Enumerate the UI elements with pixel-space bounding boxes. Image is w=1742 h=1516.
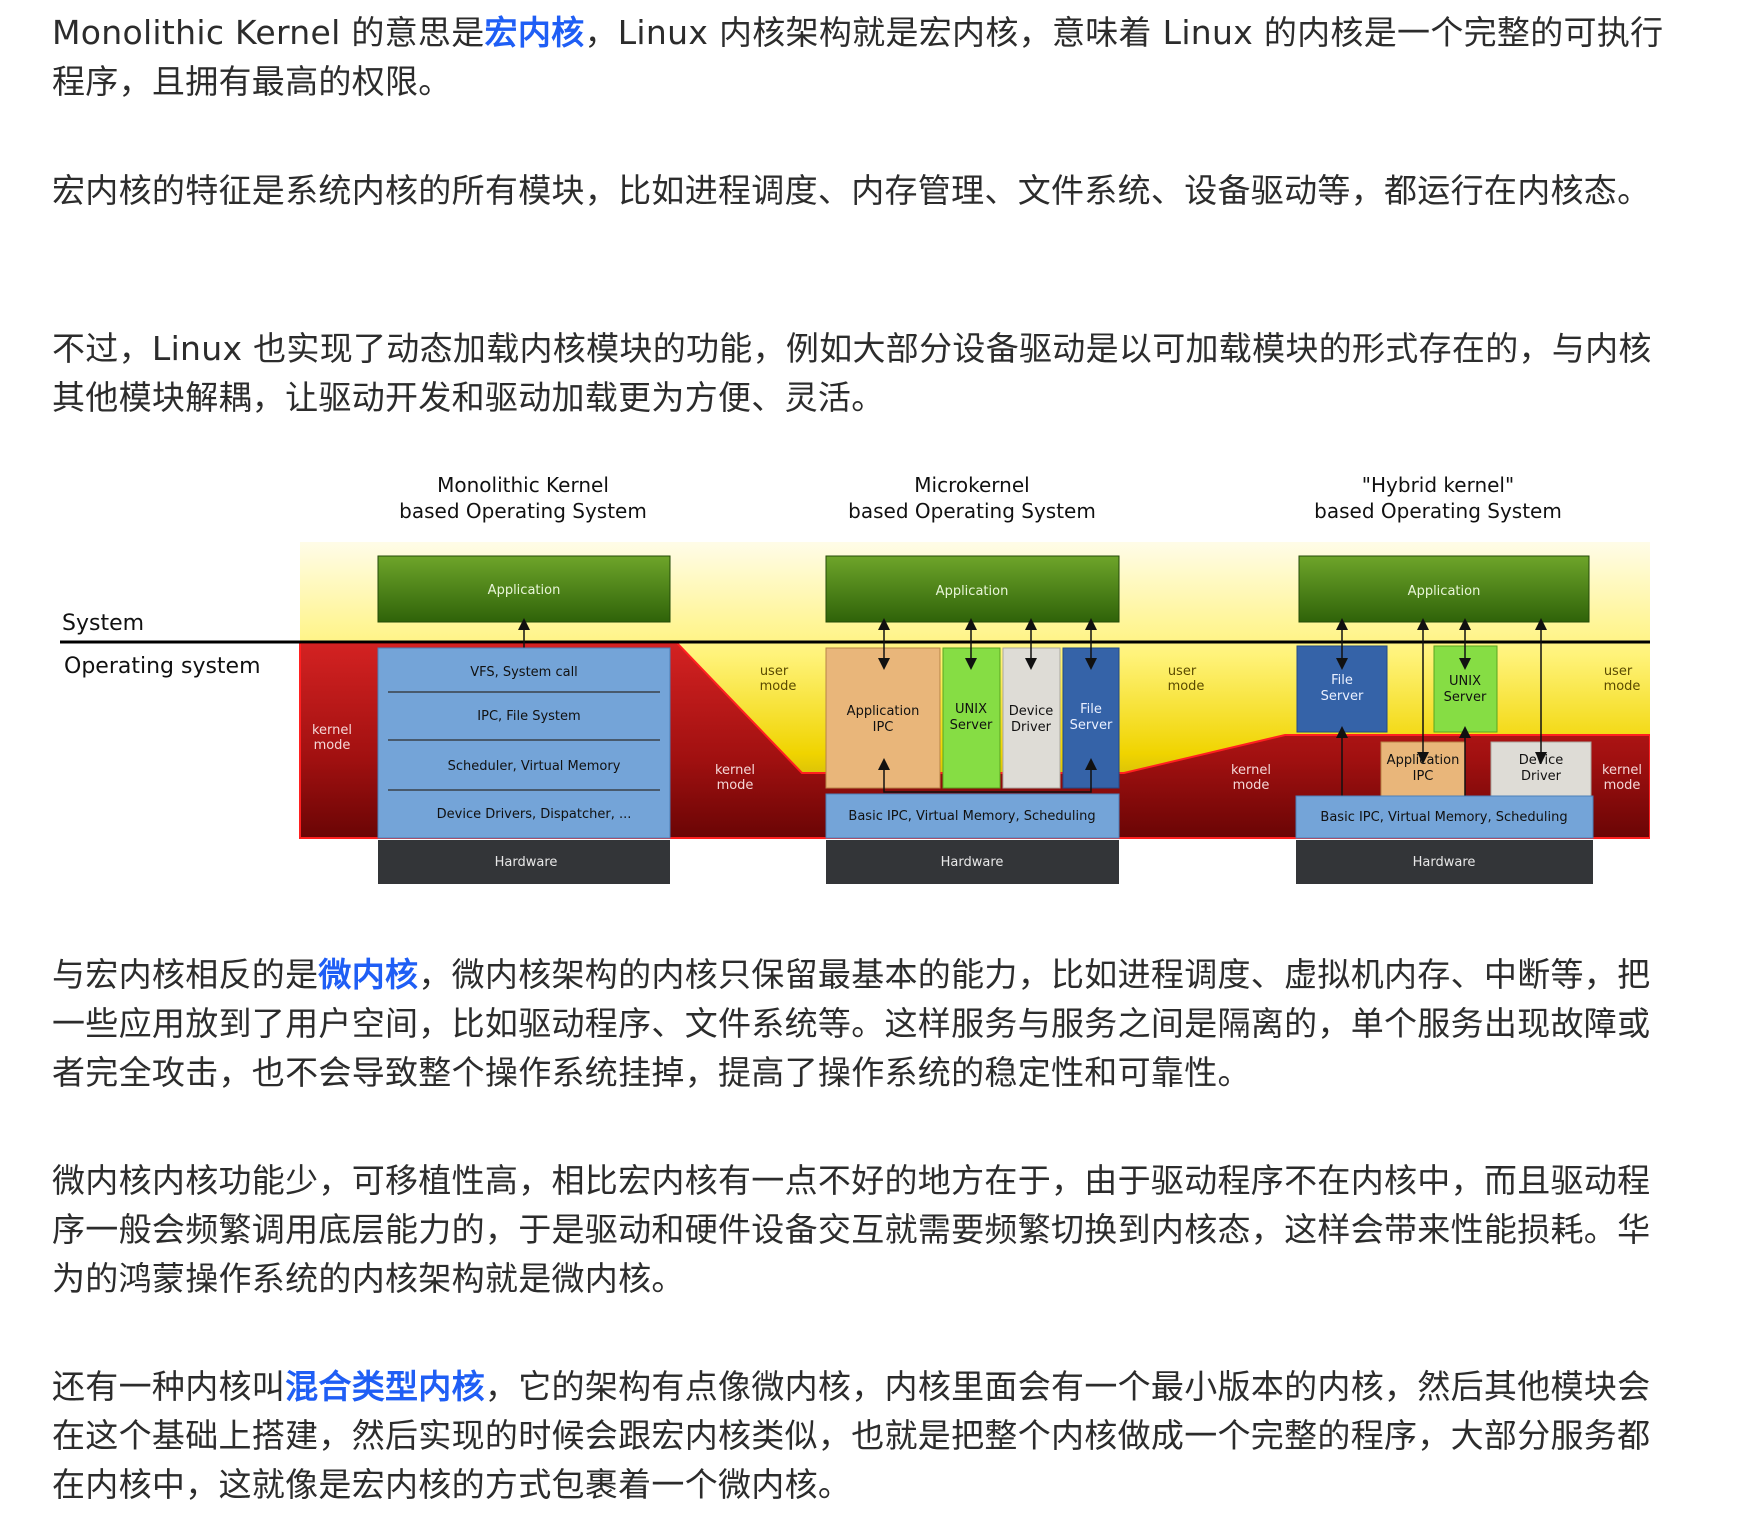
micro-file-server-label-2: Server bbox=[1070, 718, 1113, 733]
paragraph-text: 微内核内核功能少，可移植性高，相比宏内核有一点不好的地方在于，由于驱动程序不在内… bbox=[52, 1161, 1651, 1298]
micro-application-label: Application bbox=[936, 584, 1009, 599]
micro-device-driver-label-1: Device bbox=[1009, 704, 1053, 719]
micro-user-mode-2: mode bbox=[760, 679, 797, 694]
micro-title-2: based Operating System bbox=[848, 499, 1096, 523]
paragraph-text: 不过，Linux 也实现了动态加载内核模块的功能，例如大部分设备驱动是以可加载模… bbox=[52, 329, 1652, 417]
micro-device-driver-label-2: Driver bbox=[1011, 720, 1052, 735]
hybrid-kernel-mode-mid-2: mode bbox=[1233, 778, 1270, 793]
monolithic-application-label: Application bbox=[488, 583, 561, 598]
micro-app-ipc-label-1: Application bbox=[847, 704, 920, 719]
micro-app-ipc-label-2: IPC bbox=[873, 720, 894, 735]
micro-basic-label: Basic IPC, Virtual Memory, Scheduling bbox=[848, 809, 1095, 824]
monolithic-hardware-box bbox=[378, 840, 670, 884]
paragraph-text: 宏内核的特征是系统内核的所有模块，比如进程调度、内存管理、文件系统、设备驱动等，… bbox=[52, 171, 1651, 210]
highlight-hybrid-kernel: 混合类型内核 bbox=[285, 1367, 485, 1406]
hybrid-kernel-mode-mid-1: kernel bbox=[1231, 763, 1271, 778]
monolithic-layer-4: Device Drivers, Dispatcher, ... bbox=[437, 807, 632, 822]
hybrid-title-2: based Operating System bbox=[1314, 499, 1562, 523]
monolithic-title-1: Monolithic Kernel bbox=[437, 473, 609, 497]
hybrid-application-box bbox=[1298, 555, 1590, 623]
monolithic-layer-2: IPC, File System bbox=[477, 709, 580, 724]
micro-application-box bbox=[825, 555, 1120, 623]
monolithic-kernel-mode-1: kernel bbox=[312, 723, 352, 738]
paragraph-6: 还有一种内核叫混合类型内核，它的架构有点像微内核，内核里面会有一个最小版本的内核… bbox=[52, 1362, 1672, 1509]
hybrid-hardware-label: Hardware bbox=[1413, 855, 1476, 870]
hybrid-basic-box bbox=[1295, 795, 1594, 839]
hybrid-file-server-label-1: File bbox=[1331, 673, 1353, 688]
monolithic-application-box bbox=[377, 555, 671, 623]
monolithic-layer-3: Scheduler, Virtual Memory bbox=[448, 759, 621, 774]
hybrid-kernel-mode-right-2: mode bbox=[1604, 778, 1641, 793]
monolithic-layer-1: VFS, System call bbox=[470, 665, 578, 680]
hybrid-user-mode-right-1: user bbox=[1604, 664, 1633, 679]
hybrid-user-mode-mid-1: user bbox=[1168, 664, 1197, 679]
monolithic-title-2: based Operating System bbox=[399, 499, 647, 523]
paragraph-text: ，Linux 内核架构就是宏内核，意味着 Linux 的内核是一个完整的可执行程… bbox=[52, 13, 1664, 101]
paragraph-2: 宏内核的特征是系统内核的所有模块，比如进程调度、内存管理、文件系统、设备驱动等，… bbox=[52, 166, 1672, 215]
micro-user-mode-1: user bbox=[760, 664, 789, 679]
monolithic-hardware-label: Hardware bbox=[495, 855, 558, 870]
paragraph-text: 还有一种内核叫 bbox=[52, 1367, 286, 1406]
paragraph-4: 与宏内核相反的是微内核，微内核架构的内核只保留最基本的能力，比如进程调度、虚拟机… bbox=[52, 950, 1672, 1097]
micro-kernel-mode-1: kernel bbox=[715, 763, 755, 778]
hybrid-unix-server-box bbox=[1433, 645, 1498, 733]
kernel-architecture-diagram: Monolithic Kernel based Operating System… bbox=[60, 473, 1650, 884]
hybrid-kernel-mode-right-1: kernel bbox=[1602, 763, 1642, 778]
micro-kernel-mode-2: mode bbox=[717, 778, 754, 793]
paragraph-text: ，微内核架构的内核只保留最基本的能力，比如进程调度、虚拟机内存、中断等，把一些应… bbox=[52, 955, 1651, 1092]
micro-hardware-label: Hardware bbox=[941, 855, 1004, 870]
hybrid-user-mode-mid-2: mode bbox=[1168, 679, 1205, 694]
hybrid-title-1: "Hybrid kernel" bbox=[1362, 473, 1514, 497]
system-label: System bbox=[62, 611, 144, 636]
paragraph-text: ，它的架构有点像微内核，内核里面会有一个最小版本的内核，然后其他模块会在这个基础… bbox=[52, 1367, 1651, 1504]
micro-hardware-box bbox=[826, 840, 1119, 884]
highlight-monolithic-kernel: 宏内核 bbox=[484, 13, 585, 52]
hybrid-user-mode-right-2: mode bbox=[1604, 679, 1641, 694]
monolithic-kernel-box bbox=[377, 647, 671, 839]
micro-unix-server-label-1: UNIX bbox=[955, 702, 987, 717]
hybrid-device-driver-label-2: Driver bbox=[1521, 769, 1562, 784]
hybrid-app-ipc-label-2: IPC bbox=[1413, 769, 1434, 784]
micro-unix-server-label-2: Server bbox=[950, 718, 993, 733]
paragraph-text: 与宏内核相反的是 bbox=[52, 955, 319, 994]
monolithic-kernel-mode-2: mode bbox=[314, 738, 351, 753]
hybrid-hardware-box bbox=[1296, 840, 1593, 884]
paragraph-3: 不过，Linux 也实现了动态加载内核模块的功能，例如大部分设备驱动是以可加载模… bbox=[52, 324, 1672, 422]
micro-title-1: Microkernel bbox=[914, 473, 1029, 497]
paragraph-text: Monolithic Kernel 的意思是 bbox=[52, 13, 485, 52]
micro-file-server-label-1: File bbox=[1080, 702, 1102, 717]
hybrid-unix-server-label-1: UNIX bbox=[1449, 674, 1481, 689]
micro-basic-box bbox=[825, 793, 1120, 839]
paragraph-5: 微内核内核功能少，可移植性高，相比宏内核有一点不好的地方在于，由于驱动程序不在内… bbox=[52, 1156, 1672, 1303]
hybrid-application-label: Application bbox=[1408, 584, 1481, 599]
hybrid-basic-label: Basic IPC, Virtual Memory, Scheduling bbox=[1320, 810, 1567, 825]
hybrid-file-server-label-2: Server bbox=[1321, 689, 1364, 704]
highlight-microkernel: 微内核 bbox=[318, 955, 419, 994]
paragraph-1: Monolithic Kernel 的意思是宏内核，Linux 内核架构就是宏内… bbox=[52, 8, 1672, 106]
os-label: Operating system bbox=[64, 654, 261, 679]
hybrid-unix-server-label-2: Server bbox=[1444, 690, 1487, 705]
